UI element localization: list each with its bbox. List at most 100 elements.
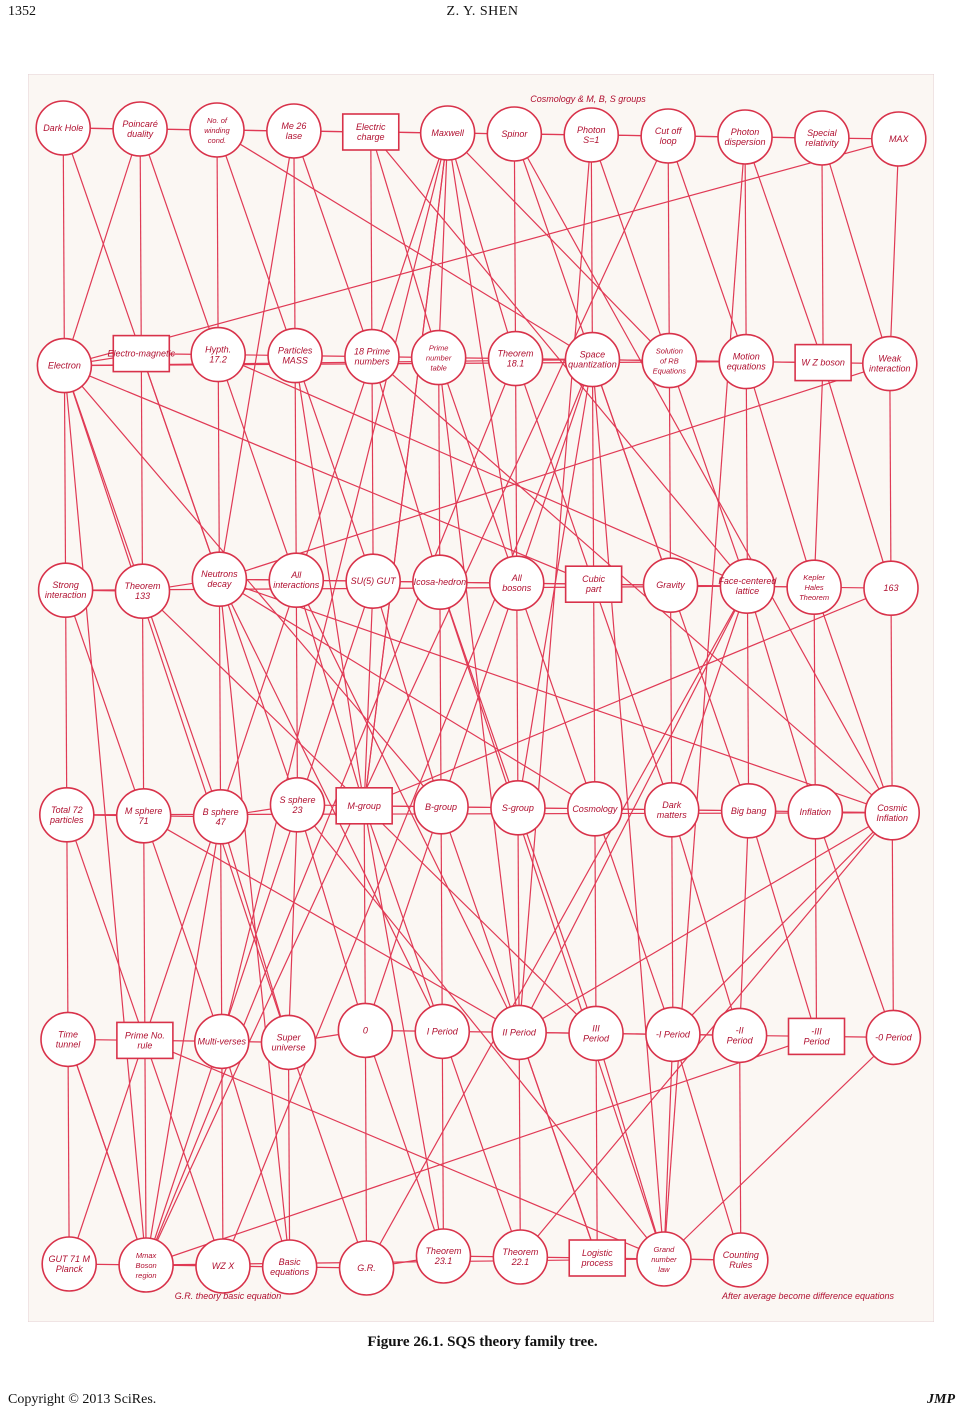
tree-node-label: Face-centered <box>718 576 777 586</box>
tree-node-label: S-group <box>502 803 534 813</box>
tree-node-label: 23.1 <box>434 1256 453 1266</box>
tree-edge <box>145 358 517 1266</box>
tree-edge <box>293 130 373 357</box>
tree-edge <box>590 134 670 361</box>
tree-edge <box>668 360 672 586</box>
tree-node-label: charge <box>357 132 385 142</box>
tree-edge <box>671 586 748 810</box>
tree-annotation: G.R. theory basic equation <box>175 1291 282 1301</box>
tree-edge <box>663 1036 894 1260</box>
tree-node-label: Particles <box>278 346 313 356</box>
tree-node-label: Dark <box>662 800 682 810</box>
tree-edge <box>821 137 824 363</box>
tree-edge <box>594 808 597 1034</box>
tree-node-label: Theorem <box>502 1247 539 1257</box>
tree-edge <box>63 365 290 1043</box>
tree-edge <box>366 585 748 1269</box>
tree-annotation: After average become difference equation… <box>721 1291 895 1301</box>
tree-node-label: Equations <box>653 367 687 376</box>
tree-node-label: interaction <box>869 364 911 374</box>
tree-node-label: Solution <box>656 347 683 356</box>
tree-edge <box>221 1041 224 1267</box>
tree-node-label: number <box>651 1255 677 1264</box>
tree-node-label: winding <box>204 126 230 135</box>
tree-node-label: M sphere <box>125 806 163 816</box>
tree-node-label: Poincaré <box>122 119 158 129</box>
tree-edge <box>364 1030 445 1257</box>
tree-node-label: process <box>580 1258 613 1268</box>
tree-edge <box>221 132 449 1042</box>
tree-edge <box>518 812 893 1033</box>
tree-node-label: Period <box>727 1035 754 1045</box>
tree-edge <box>295 580 299 805</box>
tree-edge <box>518 1032 521 1258</box>
tree-edge <box>814 811 818 1037</box>
tree-node-label: Photon <box>731 127 760 137</box>
tree-edge <box>672 1034 742 1261</box>
tree-node-label: region <box>136 1271 157 1280</box>
tree-node-label: 22.1 <box>511 1257 530 1267</box>
tree-node-label: equations <box>270 1267 310 1277</box>
tree-node-label: Mmax <box>136 1251 157 1260</box>
tree-node-label: Cosmic <box>877 803 908 813</box>
tree-edge <box>64 138 899 367</box>
tree-edge <box>663 136 746 1260</box>
tree-node-label: table <box>431 364 447 373</box>
tree-node-label: Electric <box>356 122 386 132</box>
tree-edge <box>513 133 893 814</box>
tree-edge <box>221 1041 291 1268</box>
copyright: Copyright © 2013 SciRes. <box>8 1392 157 1407</box>
tree-node-label: Theorem <box>498 349 535 359</box>
tree-node-label: Theorem <box>425 1246 462 1256</box>
tree-edge <box>143 815 146 1041</box>
tree-edge <box>295 580 365 806</box>
tree-edge <box>217 354 748 587</box>
tree-node: WZ X <box>195 1238 251 1294</box>
tree-edge <box>439 582 442 807</box>
tree-edge <box>139 128 142 354</box>
tree-edge <box>517 359 594 808</box>
tree-edge <box>813 587 816 812</box>
tree-node: Icosa-hedron <box>412 554 468 611</box>
tree-edge <box>739 1035 742 1261</box>
tree-node-label: Inflation <box>800 807 832 817</box>
tree-edge <box>438 357 518 584</box>
tree-node-label: numbers <box>354 357 390 367</box>
tree-edge <box>139 128 219 355</box>
tree-node-label: S sphere <box>279 795 315 805</box>
tree-edge <box>63 365 67 591</box>
tree-edge <box>62 127 142 354</box>
tree-node-label: Big bang <box>731 806 767 816</box>
tree-edge <box>141 591 222 817</box>
tree-node-label: Cut off <box>655 126 683 136</box>
tree-edge <box>744 136 824 363</box>
tree-edge <box>746 586 816 812</box>
tree-node-label: rule <box>137 1040 152 1050</box>
tree-edge <box>447 132 517 359</box>
tree-node-label: Photon <box>577 125 606 135</box>
tree-edge <box>141 591 145 816</box>
tree-edge <box>217 354 297 581</box>
tree-node-label: Theorem <box>124 581 161 591</box>
tree-node-label: lase <box>286 131 303 141</box>
tree-edge <box>65 590 145 816</box>
tree-edge <box>890 588 893 813</box>
tree-edge <box>363 587 892 807</box>
tree-node-label: Hales <box>805 583 824 592</box>
tree-node-label: II Period <box>502 1027 537 1037</box>
tree-node-label: dispersion <box>725 137 766 147</box>
tree-node: Cosmology <box>567 780 623 837</box>
tree-edge <box>218 578 443 1032</box>
